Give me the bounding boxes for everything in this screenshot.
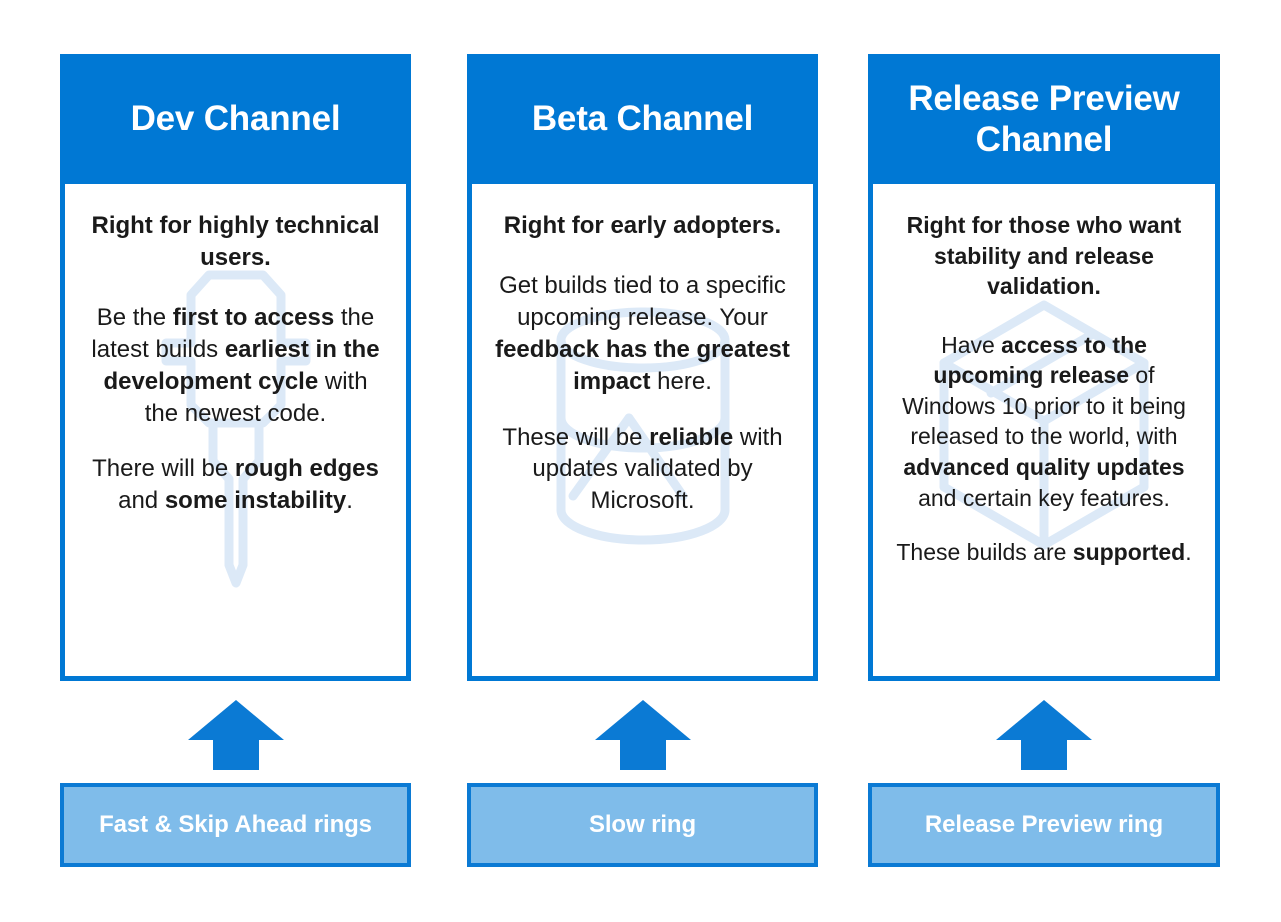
channel-para-dev-1: Be the first to access the latest builds… — [91, 303, 380, 427]
channel-text-beta: Right for early adopters. Get builds tie… — [494, 210, 791, 517]
channel-para-release-preview-1: Have access to the upcoming release of W… — [902, 331, 1186, 511]
channel-card-release-preview: Release Preview Channel Right for those … — [868, 54, 1220, 681]
channel-card-beta: Beta Channel Right for early adopters. G… — [467, 54, 818, 681]
channel-lead-dev: Right for highly technical users. — [91, 212, 380, 271]
channel-body-beta: Right for early adopters. Get builds tie… — [467, 184, 818, 681]
ring-bar-release-preview: Release Preview ring — [868, 783, 1220, 867]
ring-label-release-preview: Release Preview ring — [924, 811, 1164, 838]
channel-card-dev: Dev Channel Right for highly technical u… — [60, 54, 411, 681]
channel-lead-beta: Right for early adopters. — [503, 212, 782, 239]
ring-label-fast-skip-ahead: Fast & Skip Ahead rings — [99, 811, 372, 838]
channel-para-dev-2: There will be rough edges and some insta… — [92, 455, 379, 515]
channel-title-release-preview: Release Preview Channel — [908, 78, 1180, 159]
channel-title-beta: Beta Channel — [531, 99, 754, 139]
arrow-up-icon — [996, 700, 1092, 770]
channel-para-release-preview-2: These builds are supported. — [896, 539, 1192, 566]
channel-text-release-preview: Right for those who want stability and r… — [895, 210, 1193, 568]
ring-bar-slow: Slow ring — [467, 783, 818, 867]
arrow-up-icon — [595, 700, 691, 770]
channel-text-dev: Right for highly technical users. Be the… — [87, 210, 384, 517]
channel-body-release-preview: Right for those who want stability and r… — [868, 184, 1220, 681]
channel-header-release-preview: Release Preview Channel — [868, 54, 1220, 184]
channel-para-beta-1: Get builds tied to a specific upcoming r… — [495, 271, 790, 395]
channel-body-dev: Right for highly technical users. Be the… — [60, 184, 411, 681]
ring-bar-fast-skip-ahead: Fast & Skip Ahead rings — [60, 783, 411, 867]
channel-para-beta-2: These will be reliable with updates vali… — [502, 423, 783, 515]
ring-label-slow: Slow ring — [588, 811, 697, 838]
channel-lead-release-preview: Right for those who want stability and r… — [906, 212, 1182, 300]
channel-header-dev: Dev Channel — [60, 54, 411, 184]
arrow-up-icon — [188, 700, 284, 770]
channel-header-beta: Beta Channel — [467, 54, 818, 184]
channel-title-dev: Dev Channel — [130, 99, 341, 139]
